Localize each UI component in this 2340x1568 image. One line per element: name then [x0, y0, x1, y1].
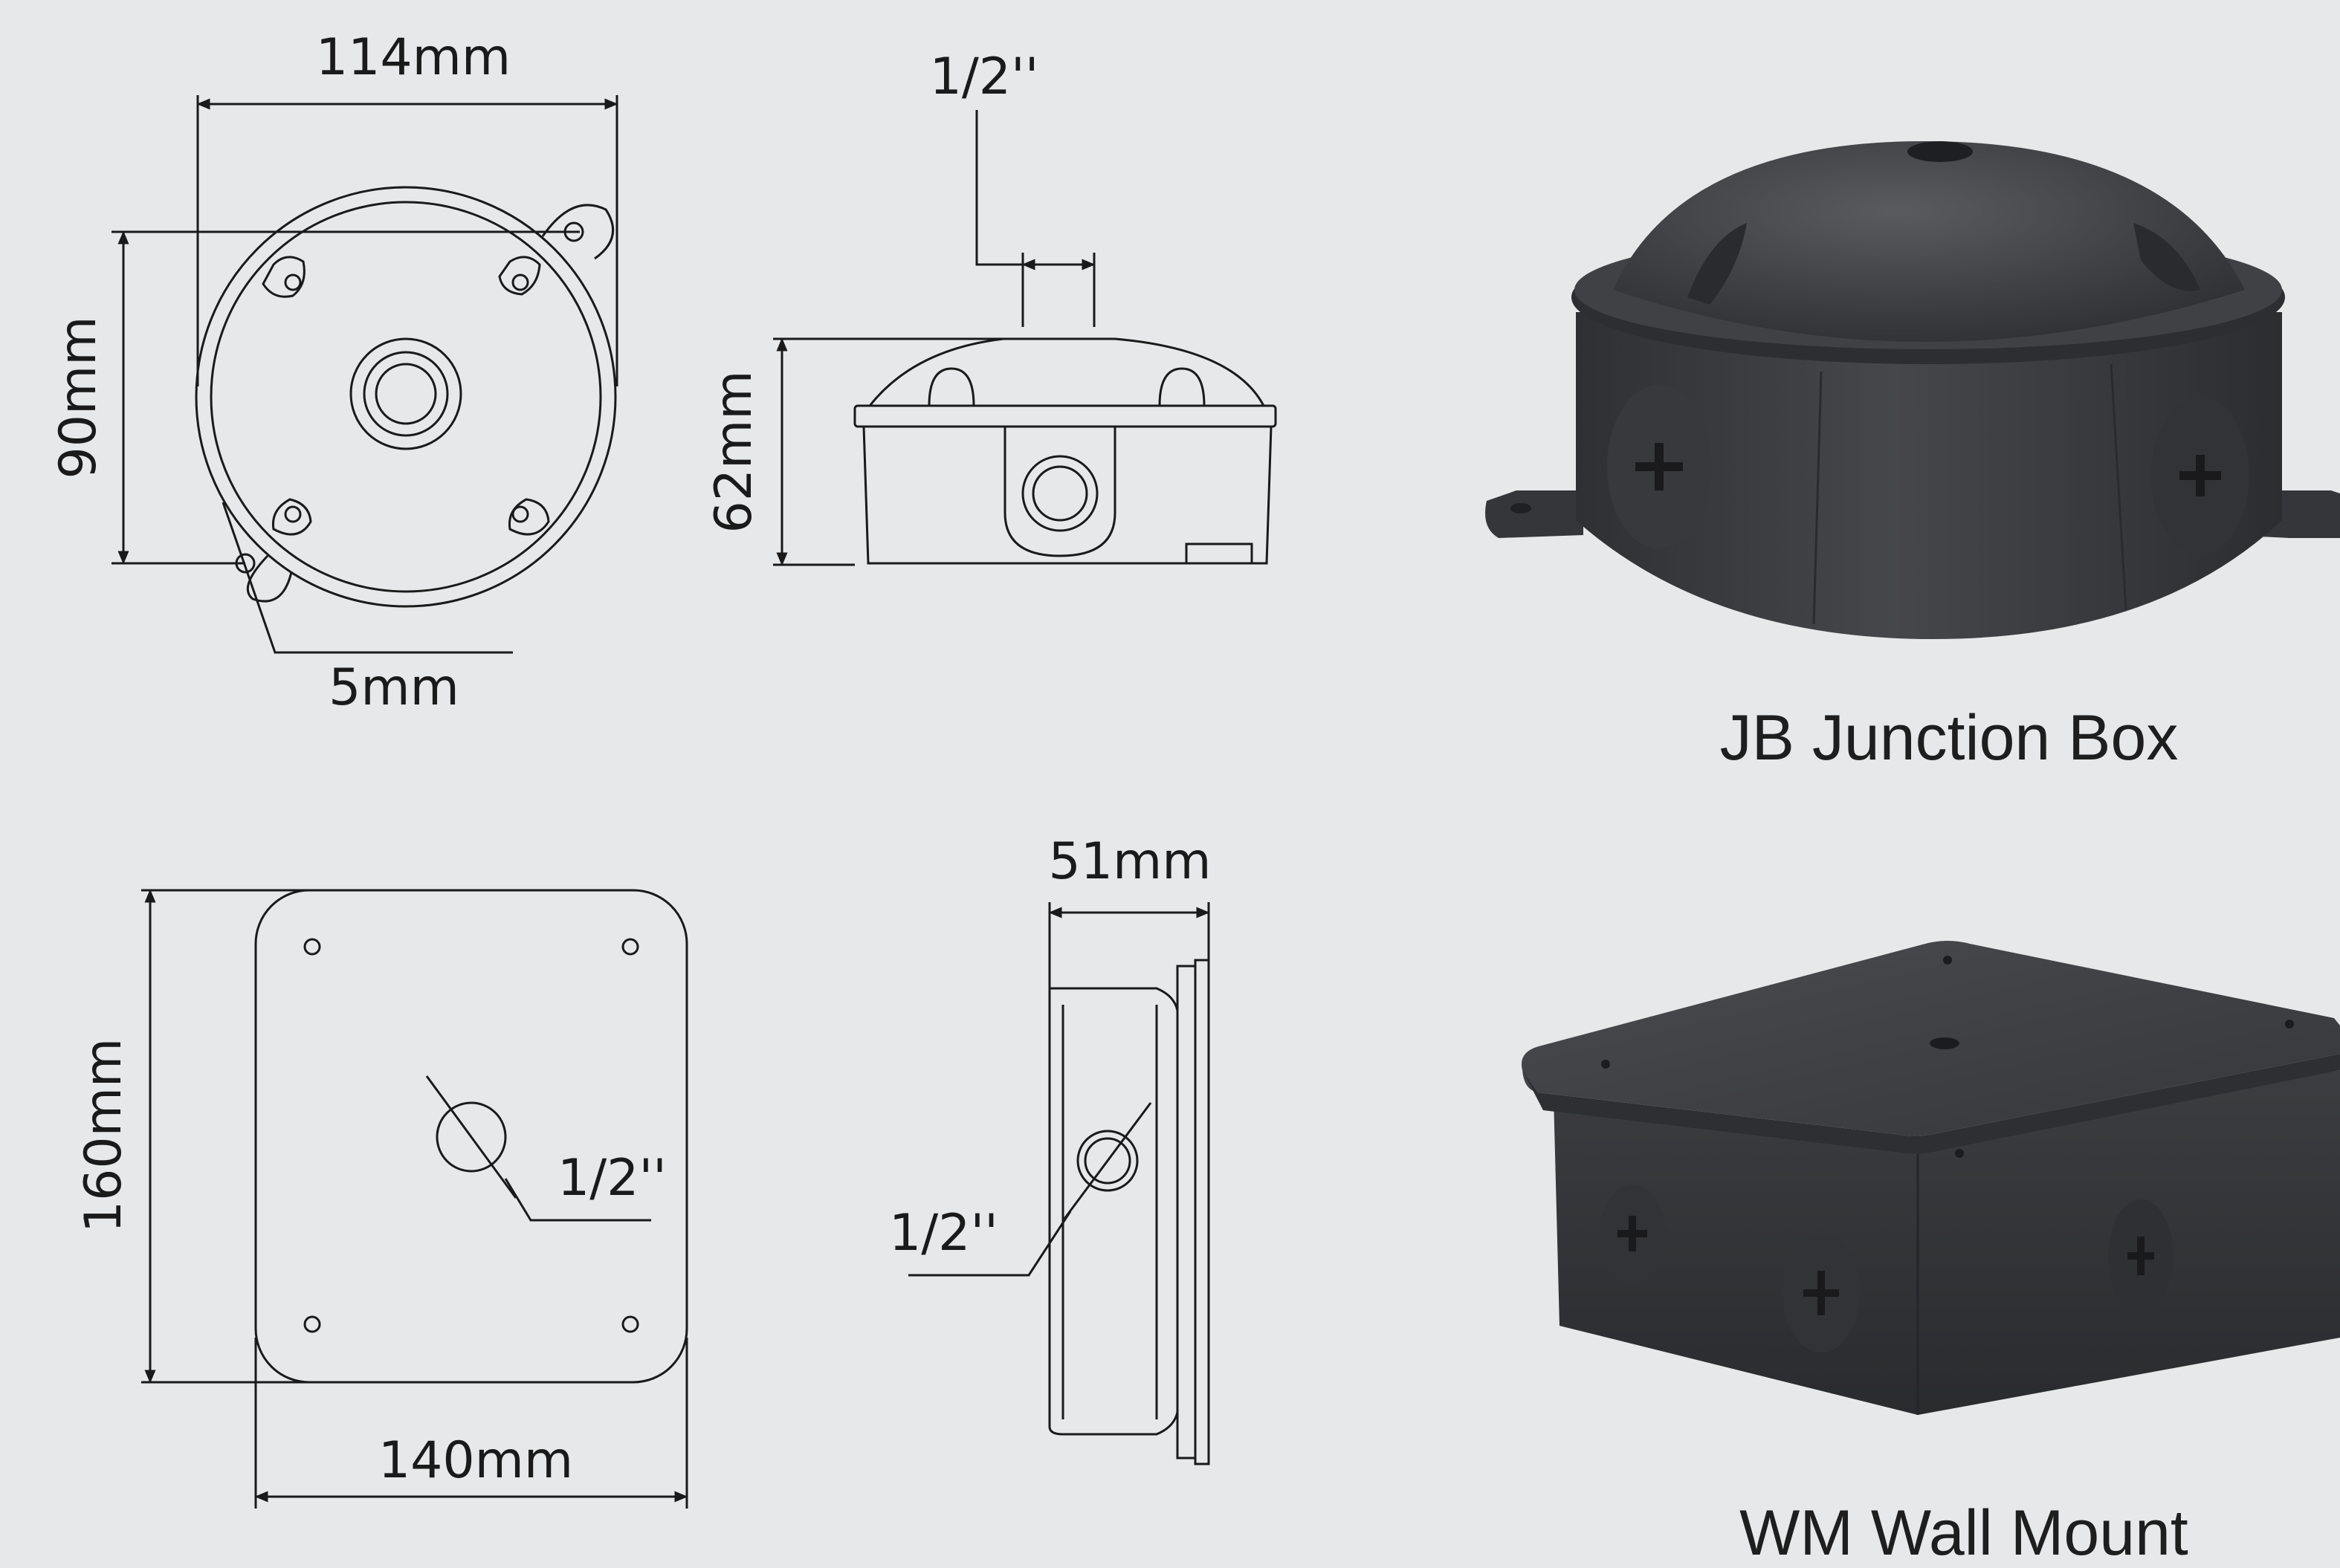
round-box-top-view — [111, 95, 618, 654]
conduit-ring — [363, 351, 449, 437]
outer-rim — [195, 186, 617, 608]
square-height-label: 160mm — [74, 1038, 133, 1233]
screw-hole — [621, 938, 639, 956]
round-hole-label: 5mm — [329, 658, 459, 717]
wall-mount-label: WM Wall Mount — [1739, 1497, 2188, 1564]
round-height-label: 90mm — [49, 316, 108, 479]
conduit-hole — [436, 1101, 507, 1173]
plate-outline — [254, 889, 688, 1384]
dome-outline — [868, 337, 1265, 406]
hole-leader-line — [222, 502, 513, 654]
square-width-label: 140mm — [378, 1431, 573, 1490]
body-outline — [1048, 987, 1179, 1436]
round-side-height-label: 62mm — [705, 370, 763, 533]
conduit-diameter-line — [1063, 1102, 1152, 1219]
conduit-leader-line — [975, 110, 1023, 266]
round-box-side-view — [773, 110, 1277, 566]
flange — [1176, 965, 1197, 1460]
square-conduit-label: 1/2'' — [557, 1149, 667, 1208]
conduit-hole — [1076, 1130, 1139, 1192]
junction-box-label: JB Junction Box — [1720, 702, 2179, 774]
mounting-hole — [235, 553, 256, 574]
mounting-tab — [541, 204, 615, 260]
conduit-boss — [1003, 427, 1116, 557]
base-notch — [1185, 542, 1253, 565]
vent-bump — [928, 367, 975, 406]
wall-mount-render — [1521, 941, 2340, 1415]
screw-hole — [621, 1315, 639, 1333]
square-box-top-view — [141, 889, 688, 1509]
screw-hole — [303, 938, 321, 956]
conduit-hole — [375, 363, 437, 425]
round-conduit-label: 1/2'' — [930, 48, 1039, 106]
junction-box-render — [1485, 141, 2340, 639]
body-outline — [862, 426, 1273, 565]
square-side-depth-label: 51mm — [1048, 832, 1211, 891]
square-box-side-view — [908, 902, 1210, 1465]
mounting-tab — [246, 554, 293, 603]
conduit-inner — [1084, 1137, 1131, 1185]
conduit-ring — [1021, 455, 1099, 532]
square-side-conduit-label: 1/2'' — [889, 1204, 998, 1263]
conduit-leader-line — [504, 1178, 651, 1222]
conduit-leader-line — [908, 1211, 1072, 1277]
conduit-diameter-line — [425, 1075, 517, 1199]
vent-bump — [1158, 367, 1206, 406]
flange — [853, 404, 1277, 428]
screw-hole — [303, 1315, 321, 1333]
keyhole-slots — [262, 256, 550, 536]
mounting-hole — [563, 221, 584, 242]
round-width-label: 114mm — [316, 28, 511, 87]
inner-rim — [210, 201, 602, 593]
center-boss — [349, 337, 462, 450]
conduit-hole — [1032, 465, 1088, 522]
plate-edge — [1194, 959, 1210, 1465]
